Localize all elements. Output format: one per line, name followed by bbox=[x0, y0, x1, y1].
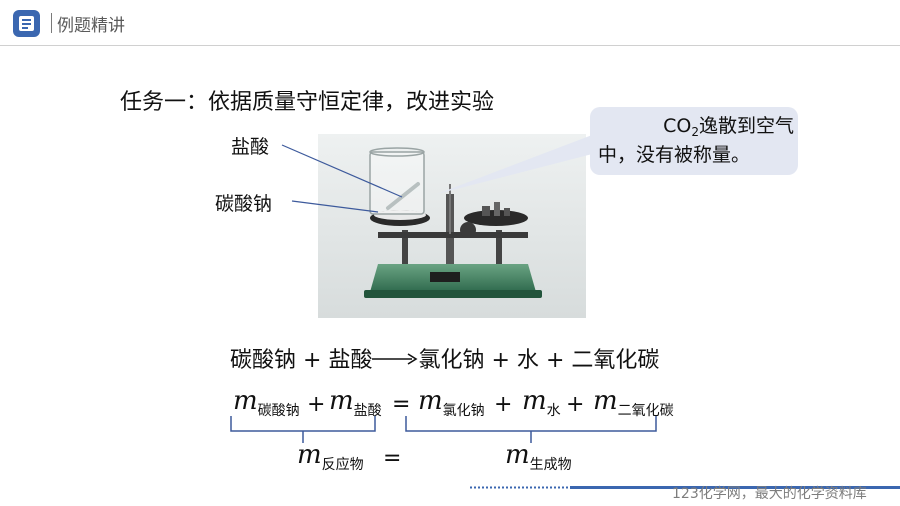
header-separator bbox=[51, 13, 52, 33]
header-title: 例题精讲 bbox=[57, 16, 125, 36]
task-title: 任务一：依据质量守恒定律，改进实验 bbox=[120, 90, 495, 115]
callout-text: CO2逸散到空气 中，没有被称量。 bbox=[598, 115, 794, 166]
mass-carbon-dioxide: m二氧化碳 bbox=[593, 386, 674, 419]
footer-divider bbox=[470, 486, 900, 489]
soda-pointer-line bbox=[291, 200, 379, 213]
plus-sign: + bbox=[494, 392, 513, 417]
mass-sodium-chloride: m氯化钠 bbox=[418, 386, 485, 419]
plus-sign: + bbox=[566, 392, 585, 417]
book-icon bbox=[13, 10, 40, 37]
header-bar: 例题精讲 bbox=[0, 0, 900, 46]
mass-sodium-carbonate: m碳酸钠 bbox=[233, 386, 300, 419]
label-sodium-carbonate: 碳酸钠 bbox=[215, 193, 273, 215]
equals-sign: = bbox=[392, 392, 411, 417]
co2-formula: CO bbox=[663, 115, 692, 137]
products-brace bbox=[405, 416, 657, 443]
equals-sign-row2: = bbox=[383, 446, 402, 471]
header-divider bbox=[0, 45, 900, 46]
watermark-text: 123化学网，最大的化学资料库 bbox=[672, 486, 867, 502]
mass-water: m水 bbox=[522, 386, 561, 419]
plus-sign: + bbox=[307, 392, 326, 417]
mass-products: m生成物 bbox=[505, 440, 572, 473]
acid-pointer-line bbox=[281, 144, 403, 198]
mass-hydrochloric-acid: m盐酸 bbox=[329, 386, 382, 419]
callout-tail bbox=[437, 132, 600, 194]
word-equation: 碳酸钠 + 盐酸氯化钠 + 水 + 二氧化碳 bbox=[230, 348, 660, 373]
reaction-arrow-icon bbox=[372, 353, 418, 365]
mass-reactants: m反应物 bbox=[297, 440, 364, 473]
reactants-brace bbox=[230, 416, 376, 443]
label-hydrochloric-acid: 盐酸 bbox=[231, 136, 270, 158]
balance-photo bbox=[318, 134, 586, 318]
callout-bubble bbox=[590, 107, 798, 175]
